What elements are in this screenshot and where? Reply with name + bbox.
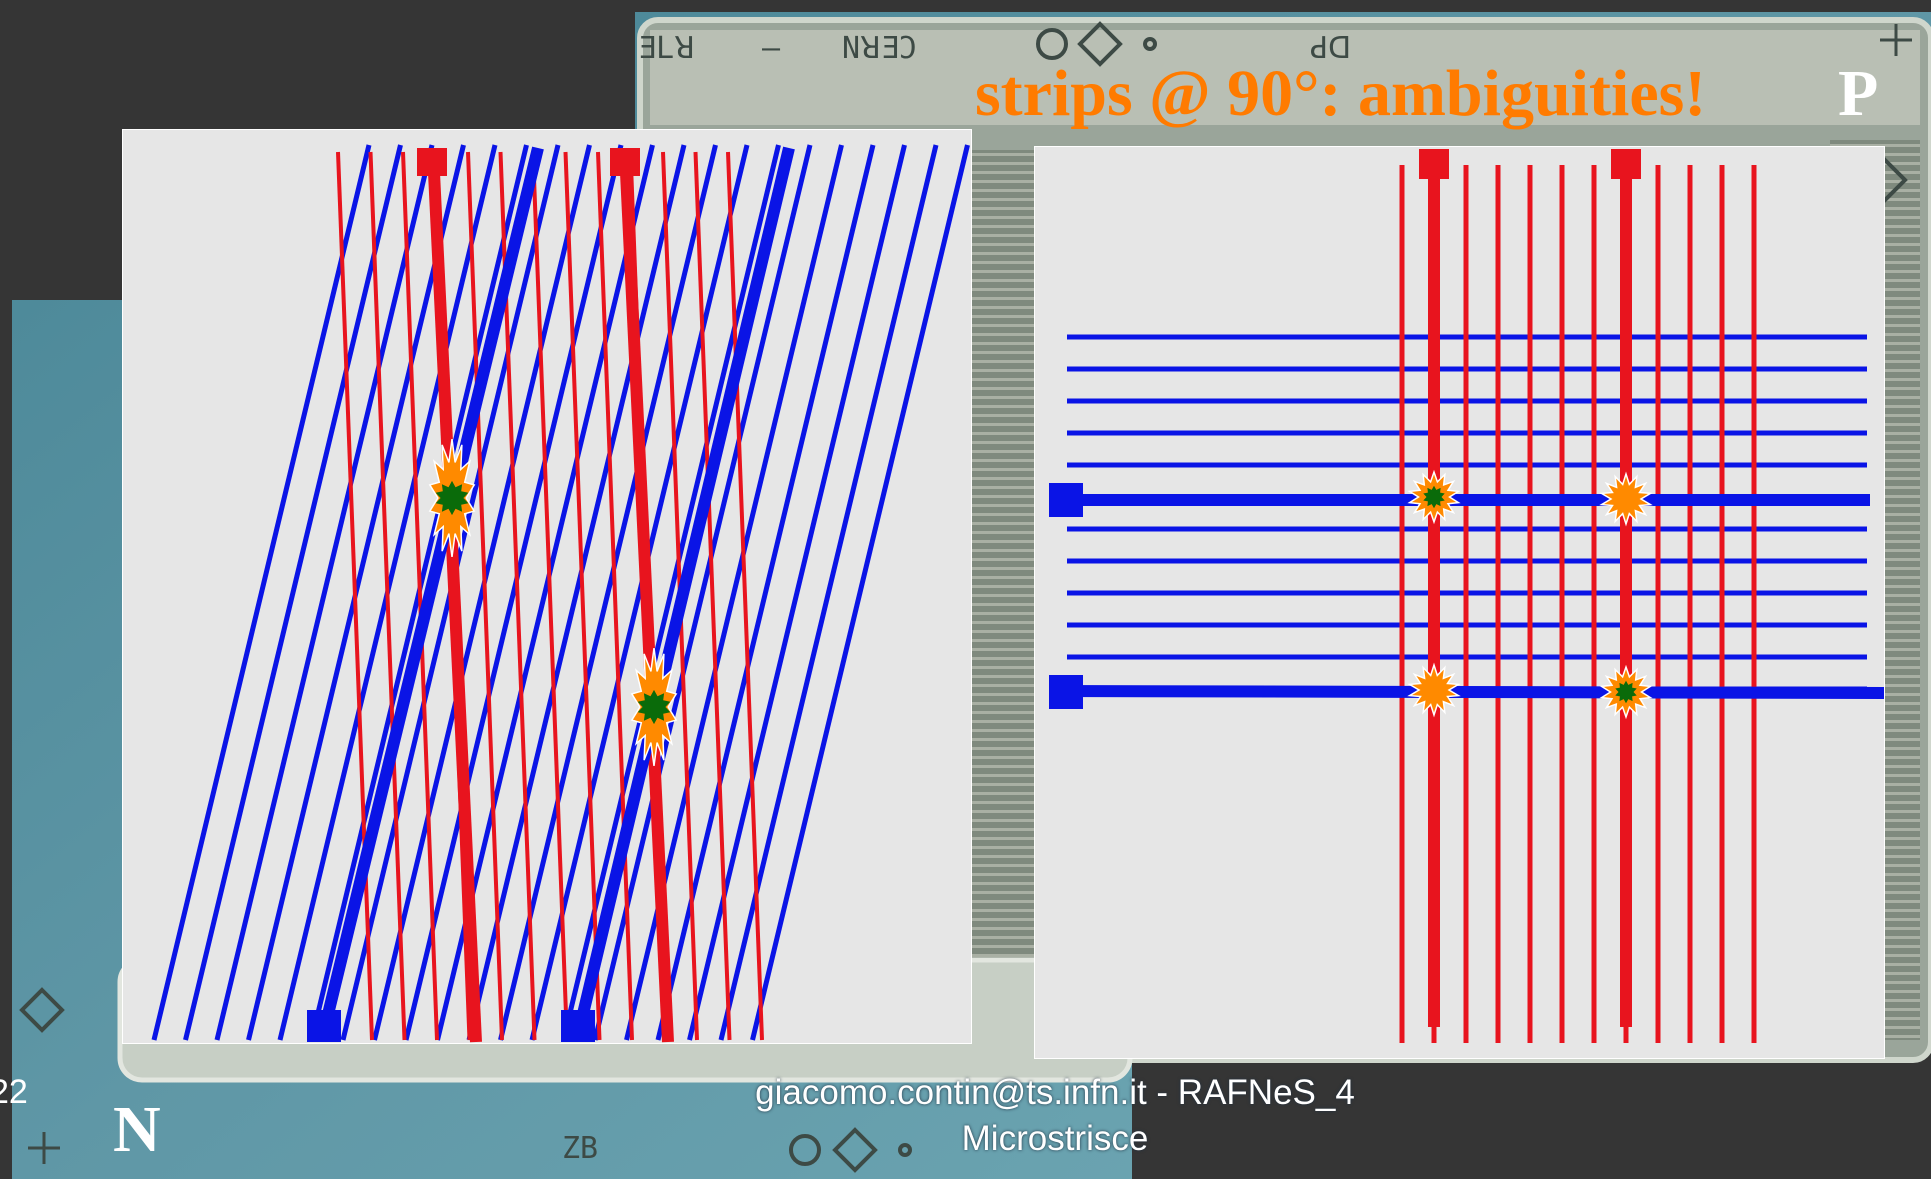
stereo-strips-drawing <box>123 130 971 1043</box>
mask-text-3: NꓤƎϽ <box>842 31 917 66</box>
p-readout-pad <box>1419 149 1449 179</box>
footer-subject: Microstrisce <box>700 1116 1410 1162</box>
slide-number: 22 <box>0 1072 28 1112</box>
footer-author: giacomo.contin@ts.infn.it - RAFNeS_4 <box>700 1070 1410 1116</box>
n-strip <box>532 145 747 1040</box>
n-readout-pad <box>1049 675 1083 709</box>
mask-text-2: – <box>762 31 781 66</box>
p-readout-pad <box>610 148 640 176</box>
stereo-angle-diagram <box>122 129 972 1044</box>
n-readout-pad <box>307 1010 341 1042</box>
p-readout-pad <box>417 148 447 176</box>
n-readout-pad <box>1049 483 1083 517</box>
p-strip <box>566 152 600 1040</box>
orthogonal-strips-diagram <box>1034 146 1885 1059</box>
slide-title: strips @ 90°: ambiguities! <box>975 56 1706 132</box>
orthogonal-strips-drawing <box>1035 147 1884 1058</box>
p-strip-hit <box>625 152 668 1042</box>
n-strip <box>753 145 968 1040</box>
p-side-label: P <box>1838 56 1878 132</box>
n-strip-hit <box>1055 691 1884 693</box>
n-readout-pad <box>561 1010 595 1042</box>
p-readout-pad <box>1611 149 1641 179</box>
p-strip <box>533 152 567 1040</box>
slide-footer: giacomo.contin@ts.infn.it - RAFNeS_4 Mic… <box>700 1070 1410 1162</box>
n-strip <box>154 145 369 1040</box>
mask-text-5: ZB <box>562 1131 598 1166</box>
mask-text-1: ƎLꓤ <box>638 31 695 66</box>
n-strip <box>690 145 905 1040</box>
n-side-label: N <box>113 1092 161 1168</box>
